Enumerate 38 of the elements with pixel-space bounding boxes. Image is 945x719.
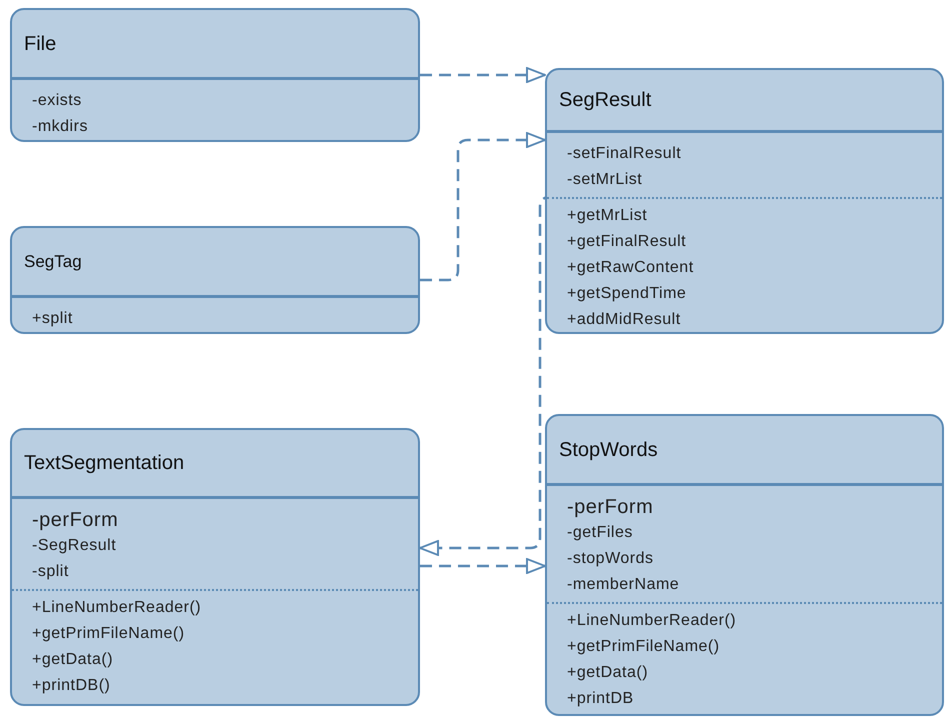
method-name: +getRawContent — [566, 258, 695, 278]
dependency-arrow — [420, 558, 546, 574]
attribute-name: -perForm — [31, 508, 120, 533]
class-name: SegTag — [24, 250, 82, 273]
method-name: +LineNumberReader() — [31, 598, 202, 618]
attribute-name: -split — [31, 562, 70, 582]
dependency-arrow — [420, 67, 546, 83]
attribute-name: -getFiles — [566, 523, 634, 543]
attribute-name: -setMrList — [566, 170, 644, 190]
class-name: TextSegmentation — [24, 451, 184, 476]
class-name: StopWords — [559, 438, 658, 462]
method-name: +split — [31, 309, 74, 329]
class-box — [545, 414, 944, 716]
method-name: +getData() — [31, 650, 114, 670]
method-name: +printDB — [566, 689, 635, 709]
attribute-name: -memberName — [566, 575, 680, 595]
method-name: +getPrimFileName() — [566, 637, 721, 657]
class-box — [10, 8, 420, 142]
class-name: File — [24, 32, 56, 56]
attribute-name: -exists — [31, 91, 83, 111]
method-name: +printDB() — [31, 676, 112, 696]
class-box — [545, 68, 944, 334]
class-box — [10, 226, 420, 334]
attribute-name: -mkdirs — [31, 117, 89, 137]
dependency-arrow — [420, 132, 546, 282]
method-name: +getFinalResult — [566, 232, 688, 252]
method-name: +getPrimFileName() — [31, 624, 186, 644]
attribute-name: -setFinalResult — [566, 144, 682, 164]
method-name: +addMidResult — [566, 310, 682, 330]
class-box — [10, 428, 420, 706]
method-name: +getMrList — [566, 206, 648, 226]
attribute-name: -perForm — [566, 495, 654, 520]
method-name: +getSpendTime — [566, 284, 688, 304]
method-name: +LineNumberReader() — [566, 611, 738, 631]
class-name: SegResult — [559, 88, 652, 113]
method-name: +getData() — [566, 663, 650, 683]
attribute-name: -stopWords — [566, 549, 655, 569]
attribute-name: -SegResult — [31, 536, 118, 556]
